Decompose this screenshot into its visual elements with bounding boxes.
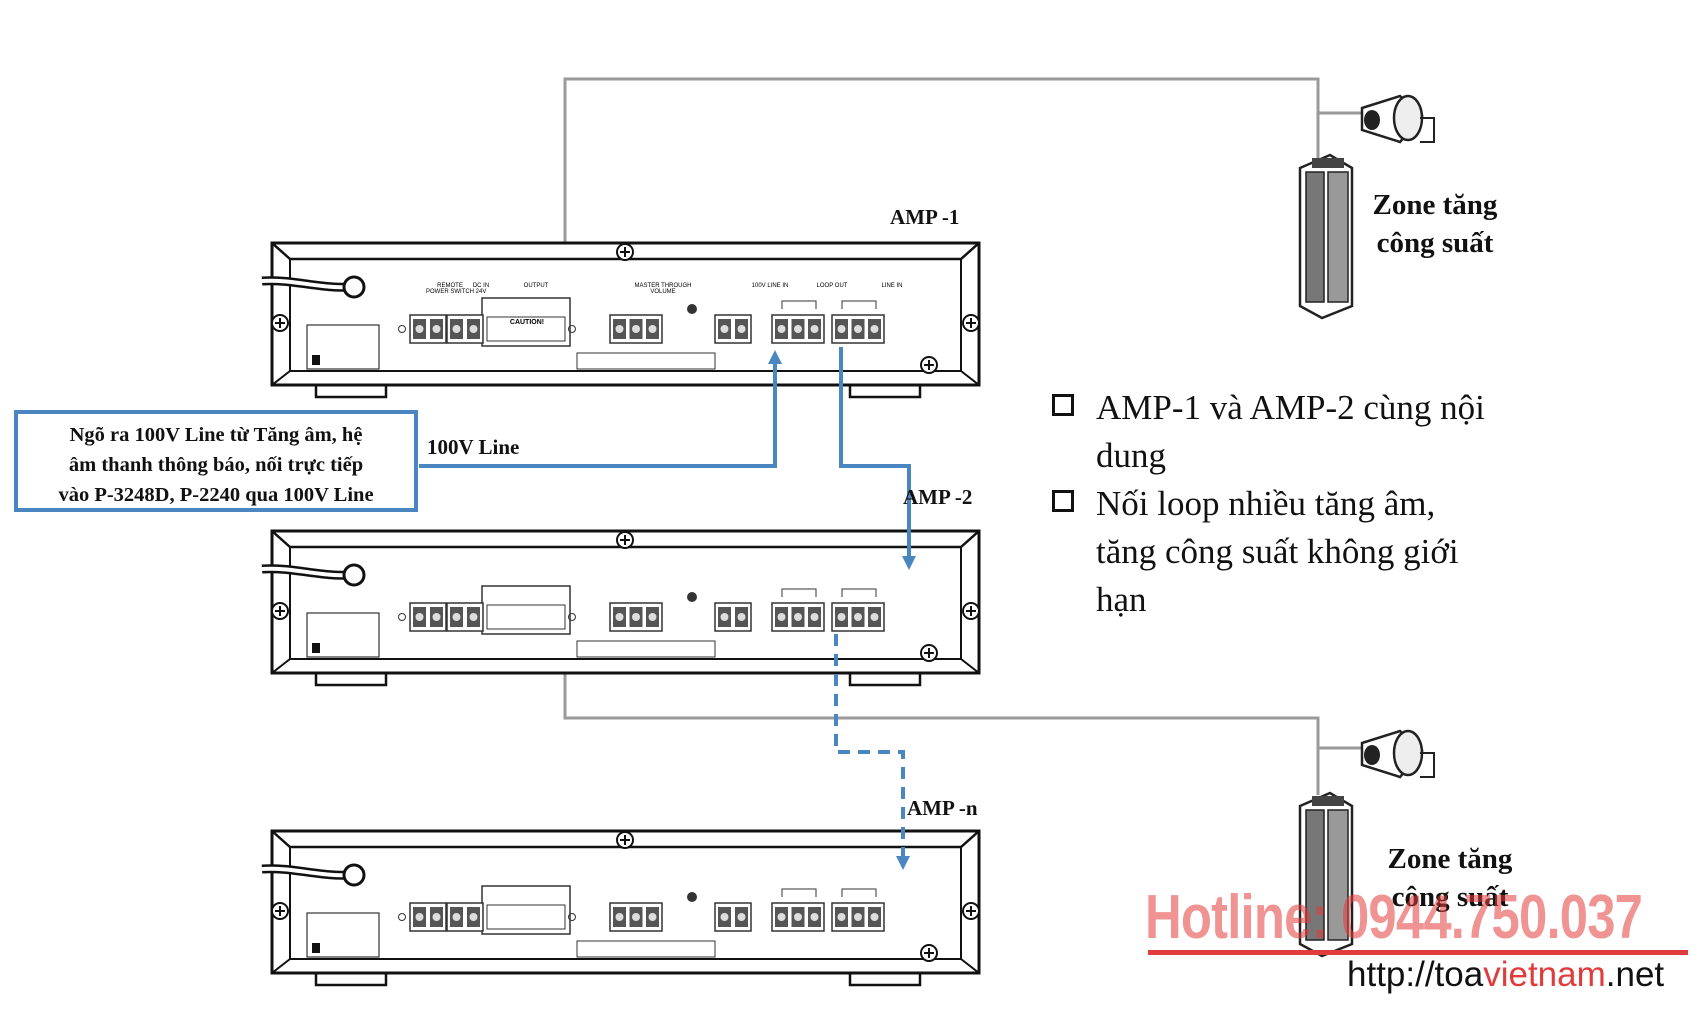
- label-loop-out: LOOP OUT: [816, 283, 848, 289]
- zone-label-2-line1: Zone tăng: [1387, 843, 1513, 875]
- callout-box: Ngõ ra 100V Line từ Tăng âm, hệ âm thanh…: [14, 410, 418, 512]
- bullet-list: AMP-1 và AMP-2 cùng nội dung Nối loop nh…: [1050, 384, 1650, 624]
- bullet-2-line1: Nối loop nhiều tăng âm,: [1096, 484, 1436, 523]
- hotline-watermark: Hotline: 0944.750.037: [1145, 883, 1643, 952]
- label-output: OUTPUT: [523, 283, 549, 289]
- bullet-1-line2: dung: [1096, 436, 1166, 475]
- zone-label-1: Zone tăng công suất: [1325, 186, 1545, 262]
- amp-tag-2: AMP -2: [903, 485, 973, 509]
- zone-label-2-line2: công suất: [1391, 881, 1509, 913]
- bullet-item-1: AMP-1 và AMP-2 cùng nội dung: [1050, 384, 1650, 480]
- amplifier-n: [262, 831, 979, 985]
- label-dc-in: DC IN 24V: [472, 283, 490, 295]
- checkbox-icon: [1052, 394, 1074, 416]
- horn-speaker-1: [1360, 94, 1435, 144]
- url-accent: vietnam: [1483, 955, 1606, 994]
- column-speaker-2: [1298, 791, 1354, 958]
- label-100v-line-in: 100V LINE IN: [751, 283, 789, 289]
- bullet-1-line1: AMP-1 và AMP-2 cùng nội: [1096, 388, 1485, 427]
- url-suffix: .net: [1605, 955, 1665, 994]
- label-caution: CAUTION!: [509, 319, 545, 326]
- url-prefix: http://toa: [1347, 955, 1484, 994]
- label-master-through: MASTER THROUGH VOLUME: [634, 283, 692, 295]
- footer-divider: [1148, 950, 1688, 955]
- callout-line2: âm thanh thông báo, nối trực tiếp: [68, 454, 364, 476]
- label-remote: REMOTE POWER SWITCH: [426, 283, 474, 295]
- website-url: http://toavietnam.net: [1347, 955, 1664, 995]
- line-label-100v: 100V Line: [427, 435, 520, 459]
- bullet-item-2: Nối loop nhiều tăng âm, tăng công suất k…: [1050, 480, 1650, 624]
- horn-speaker-2: [1360, 729, 1435, 779]
- zone-label-2: Zone tăng công suất: [1340, 840, 1560, 916]
- bullet-2-line3: hạn: [1096, 580, 1147, 619]
- amplifier-1: [262, 243, 979, 397]
- label-line-in: LINE IN: [881, 283, 903, 289]
- zone-label-1-line2: công suất: [1376, 227, 1494, 259]
- checkbox-icon: [1052, 490, 1074, 512]
- zone-label-1-line1: Zone tăng: [1372, 189, 1498, 221]
- callout-line3: vào P-3248D, P-2240 qua 100V Line: [58, 484, 374, 506]
- callout-line1: Ngõ ra 100V Line từ Tăng âm, hệ: [69, 424, 363, 446]
- amplifier-2: [262, 531, 979, 685]
- column-speaker-1: [1298, 153, 1354, 320]
- bullet-2-line2: tăng công suất không giới: [1096, 532, 1459, 571]
- amp-tag-n: AMP -n: [907, 796, 978, 820]
- amp-tag-1: AMP -1: [890, 205, 960, 229]
